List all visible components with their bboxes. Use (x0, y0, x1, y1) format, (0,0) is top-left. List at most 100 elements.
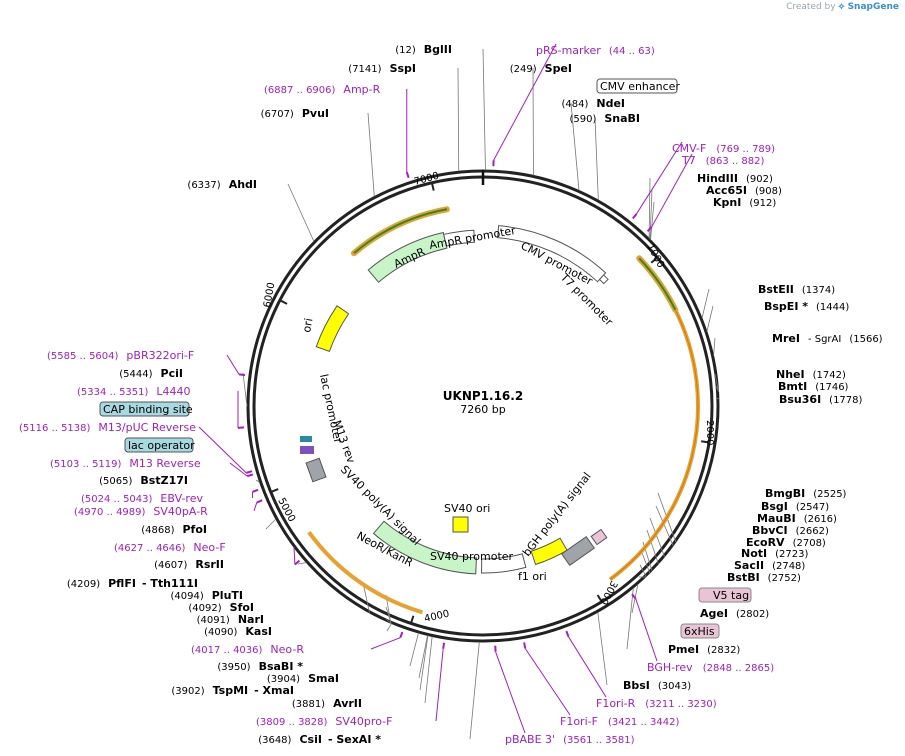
primer-label-f1ori-r[interactable]: F1ori-R(3211 .. 3230) (596, 697, 717, 710)
site-label-maubi[interactable]: MauBI(2616) (757, 512, 837, 525)
primer-label-sv40pro-f[interactable]: (3809 .. 3828)SV40pro-F (256, 715, 392, 728)
site-label-bsu36i[interactable]: Bsu36I(1778) (779, 393, 863, 406)
leader-acc65i (649, 189, 653, 240)
feature-cmv-promoter (497, 225, 607, 283)
site-label-tspmi[interactable]: (3902)TspMI- XmaI (171, 684, 294, 697)
site-label-sacii[interactable]: SacII(2748) (734, 559, 805, 572)
site-label-pcii[interactable]: (5444)PciI (119, 367, 183, 380)
site-label-pvui[interactable]: (6707)PvuI (261, 107, 329, 120)
site-label-bstbi[interactable]: BstBI(2752) (727, 571, 801, 584)
site-label-bstz17i[interactable]: (5065)BstZ17I (99, 474, 188, 487)
site-pos: (2708) (793, 538, 826, 549)
site-label-snabi[interactable]: (590)SnaBI (569, 112, 640, 125)
orf-arrow-right-core (610, 310, 699, 580)
site-label-spei[interactable]: (249)SpeI (510, 62, 572, 75)
site-label-bsabi[interactable]: (3950)BsaBI * (217, 660, 303, 673)
primer-label-pbr322ori-f[interactable]: (5585 .. 5604)pBR322ori-F (47, 349, 194, 362)
primer-label-m13-reverse[interactable]: (5103 .. 5119)M13 Reverse (50, 457, 201, 470)
site-label-pfoi[interactable]: (4868)PfoI (141, 523, 207, 536)
primer-range: (769 .. 789) (716, 144, 775, 155)
site-label-bglii[interactable]: (12)BglII (395, 43, 452, 56)
site-label-csii[interactable]: (3648)CsiI- SexAI * (258, 733, 381, 746)
site-label-agei[interactable]: AgeI(2802) (700, 607, 769, 620)
site-name: BsgI (761, 500, 788, 513)
primer-range: (3809 .. 3828) (256, 717, 328, 728)
site-label-kasi[interactable]: (4090)KasI (204, 625, 272, 638)
site-label-pflfi[interactable]: (4209)PflFI- Tth111I (67, 577, 198, 590)
primer-range: (5116 .. 5138) (19, 423, 91, 434)
primer-label-neo-r[interactable]: (4017 .. 4036)Neo-R (191, 643, 304, 656)
primer-name: T7 (681, 154, 696, 167)
site-label-ecorv[interactable]: EcoRV(2708) (746, 536, 826, 549)
site-label-bbvci[interactable]: BbvCI(2662) (752, 524, 829, 537)
orf-arrow-ampr-outer (353, 208, 448, 254)
site-pos: (1444) (816, 302, 849, 313)
leader-bmti (715, 385, 719, 393)
site-label-acc65i[interactable]: Acc65I(908) (706, 184, 782, 197)
site-pos: (2748) (772, 561, 805, 572)
primer-label-pbabe-3[interactable]: pBABE 3'(3561 .. 3581) (505, 733, 635, 746)
primer-name: L4440 (156, 385, 190, 398)
primer-label-prs-marker[interactable]: pRS-marker(44 .. 63) (536, 44, 655, 57)
primer-leader-pbr322ori-f (226, 354, 240, 375)
site-name: BmtI (778, 380, 807, 393)
site-pos: (2547) (796, 502, 829, 513)
primer-label-neo-f[interactable]: (4627 .. 4646)Neo-F (114, 541, 226, 554)
site-pos: (6707) (261, 109, 294, 120)
site-name: TspMI (213, 684, 249, 697)
site-label-bmti[interactable]: BmtI(1746) (778, 380, 849, 393)
ruler-tick-6000 (279, 299, 288, 305)
primer-label-m13-puc-reverse[interactable]: (5116 .. 5138)M13/pUC Reverse (19, 421, 196, 434)
site-name: SpeI (545, 62, 572, 75)
site-label-pmei[interactable]: PmeI(2832) (668, 643, 740, 656)
primer-label-t7[interactable]: T7(863 .. 882) (681, 154, 765, 167)
site-label-rsrii[interactable]: (4607)RsrII (154, 558, 224, 571)
site-label-nari[interactable]: (4091)NarI (197, 613, 264, 626)
site-name: CsiI (299, 733, 321, 746)
site-label-sfoi[interactable]: (4092)SfoI (188, 601, 254, 614)
primer-name: pBR322ori-F (126, 349, 194, 362)
primer-mark-cmv-f (632, 213, 638, 220)
site-pos: (12) (395, 45, 416, 56)
site-label-ndei[interactable]: (484)NdeI (561, 97, 625, 110)
primer-mark-m13-puc-reverse (245, 470, 253, 474)
primer-label-sv40pa-r[interactable]: (4970 .. 4989)SV40pA-R (74, 505, 208, 518)
primer-leader-m13-reverse (229, 462, 248, 477)
site-label-kpni[interactable]: KpnI(912) (713, 196, 776, 209)
primer-range: (3561 .. 3581) (563, 735, 635, 746)
site-pos: (2662) (796, 526, 829, 537)
primer-label-bgh-rev[interactable]: BGH-rev(2848 .. 2865) (647, 661, 774, 674)
site-label-bsteii[interactable]: BstEII(1374) (758, 283, 835, 296)
primer-label-amp-r[interactable]: (6887 .. 6906)Amp-R (264, 83, 381, 96)
primer-label-cmv-f[interactable]: CMV-F(769 .. 789) (672, 142, 775, 155)
site-label-bspei[interactable]: BspEI * (1444) (764, 300, 849, 313)
primer-leader-bgh-rev (635, 598, 658, 662)
site-name: BsaBI * (259, 660, 304, 673)
site-label-pluti[interactable]: (4094)PluTI (170, 589, 243, 602)
ruler-label-6000: 6000 (262, 282, 277, 309)
primer-label-ebv-rev[interactable]: (5024 .. 5043)EBV-rev (81, 492, 203, 505)
boxed-feature-cap-binding-site: CAP binding site (99, 401, 193, 417)
site-label-hindiii[interactable]: HindIII(902) (697, 172, 773, 185)
ruler-tick-5000 (270, 488, 279, 493)
site-label-bmgbi[interactable]: BmgBI(2525) (765, 487, 847, 500)
leader-lines (198, 43, 719, 740)
site-label-bsgi[interactable]: BsgI (2547) (761, 500, 829, 513)
site-label-sspi[interactable]: (7141)SspI (348, 62, 416, 75)
primer-leader-t7 (651, 153, 693, 228)
site-label-avrii[interactable]: (3881)AvrII (292, 697, 362, 710)
site-name: RsrII (195, 558, 224, 571)
primer-mark-t7 (646, 226, 653, 232)
site-name: PfoI (183, 523, 208, 536)
site-extra: - XmaI (254, 684, 294, 697)
primer-label-l4440[interactable]: (5334 .. 5351)L4440 (77, 385, 191, 398)
site-label-bbsi[interactable]: BbsI(3043) (623, 679, 691, 692)
feature-label-f1-ori: f1 ori (518, 570, 547, 583)
primer-label-f1ori-f[interactable]: F1ori-F(3421 .. 3442) (560, 715, 679, 728)
site-label-nhei[interactable]: NheI(1742) (776, 368, 846, 381)
site-label-smai[interactable]: (3904)SmaI (267, 672, 339, 685)
site-label-ahdi[interactable]: (6337)AhdI (187, 178, 257, 191)
site-label-noti[interactable]: NotI(2723) (741, 547, 808, 560)
site-name: BspEI * (764, 300, 808, 313)
site-label-mrei[interactable]: MreI- SgrAI(1566) (772, 332, 883, 345)
